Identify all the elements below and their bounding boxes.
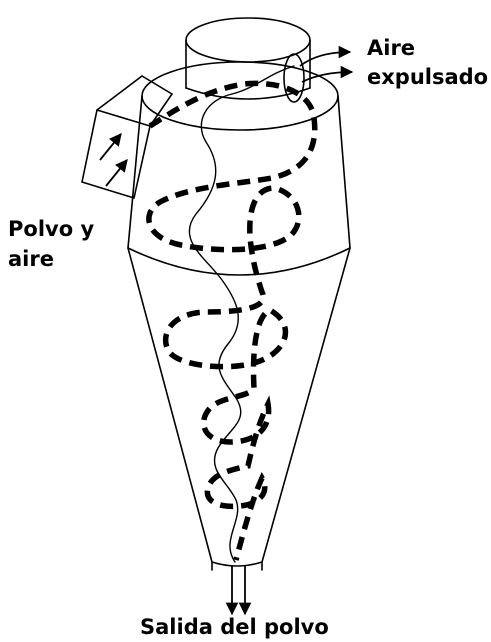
inlet-label-line1: Polvo y [8, 217, 94, 241]
inlet-arrow-icon-2 [106, 160, 127, 186]
inlet-duct [82, 76, 172, 198]
inlet-label-line2: aire [8, 247, 54, 271]
outlet-label-line1: Aire [367, 36, 415, 60]
cyclone-body [128, 18, 350, 570]
outlet-arrow-icon-1 [300, 52, 350, 66]
inlet-arrow-icon-1 [100, 134, 121, 160]
dust-spiral-path [149, 83, 315, 560]
dust-outlet-arrows [232, 566, 245, 614]
outlet-label-line2: expulsado [367, 65, 488, 89]
dust-outlet-label: Salida del polvo [140, 615, 329, 639]
